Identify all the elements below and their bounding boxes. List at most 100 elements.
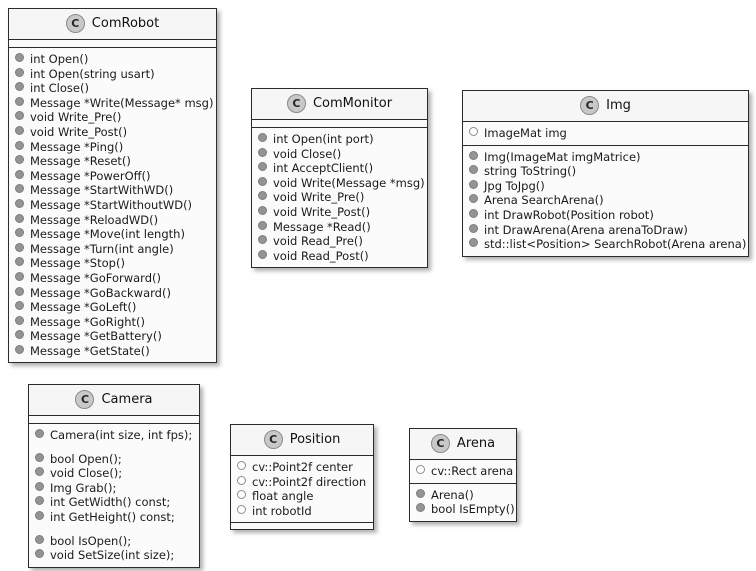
method-label: int Open() bbox=[30, 52, 89, 66]
method-bullet-icon bbox=[15, 271, 24, 281]
class-header-position: C Position bbox=[231, 425, 373, 456]
method-bullet-icon bbox=[15, 82, 24, 92]
method-row: void Write_Pre() bbox=[15, 110, 210, 125]
class-title: ComRobot bbox=[91, 16, 160, 31]
method-row: int DrawRobot(Position robot) bbox=[469, 208, 742, 223]
method-label: void Close(); bbox=[50, 466, 123, 481]
method-bullet-icon bbox=[15, 286, 24, 296]
class-title: Camera bbox=[101, 392, 153, 407]
class-c-icon: C bbox=[286, 94, 306, 113]
attribute-row: cv::Rect arena bbox=[416, 464, 514, 479]
method-label: int Close() bbox=[30, 81, 89, 96]
method-row: int Open(int port) bbox=[258, 132, 421, 147]
method-row: Arena() bbox=[416, 488, 510, 503]
method-label: Message *Read() bbox=[273, 219, 371, 234]
method-row: void Close() bbox=[258, 147, 421, 162]
class-box-arena[interactable]: C Arena cv::Rect arena Arena() bool IsEm… bbox=[409, 428, 517, 522]
class-box-commonitor[interactable]: C ComMonitor int Open(int port) void Clo… bbox=[251, 88, 428, 269]
method-bullet-icon bbox=[15, 257, 24, 267]
method-row: Img(ImageMat imgMatrice) bbox=[469, 150, 742, 165]
method-bullet-icon bbox=[416, 503, 425, 513]
method-row: void SetSize(int size); bbox=[35, 548, 193, 563]
attributes-compartment bbox=[9, 40, 216, 47]
method-row: Message *Stop() bbox=[15, 256, 210, 271]
attribute-label: cv::Point2f center bbox=[252, 460, 353, 474]
method-row: Camera(int size, int fps); bbox=[35, 428, 193, 443]
method-label: bool Open(); bbox=[50, 451, 122, 466]
class-c-icon: C bbox=[430, 434, 450, 453]
method-bullet-icon bbox=[15, 301, 24, 311]
attribute-label: int robotId bbox=[252, 503, 312, 518]
method-row: Img Grab(); bbox=[35, 481, 193, 496]
class-c-icon: C bbox=[580, 96, 600, 115]
method-label: Camera(int size, int fps); bbox=[50, 428, 193, 442]
attributes-compartment: ImageMat img bbox=[463, 122, 748, 145]
method-row: bool IsEmpty() bbox=[416, 502, 515, 517]
method-label: Message *Write(Message* msg) bbox=[30, 95, 214, 110]
method-bullet-icon bbox=[35, 481, 44, 491]
method-row: void Read_Pre() bbox=[258, 234, 421, 249]
method-row: void Read_Post() bbox=[258, 249, 421, 264]
class-box-comrobot[interactable]: C ComRobot int Open() int Open(string us… bbox=[8, 8, 217, 364]
method-label: Message *GoLeft() bbox=[30, 300, 137, 315]
class-header-img: C Img bbox=[463, 91, 748, 122]
method-bullet-icon bbox=[15, 96, 24, 106]
method-row: Message *GetBattery() bbox=[15, 329, 210, 344]
method-row: std::list<Position> SearchRobot(Arena ar… bbox=[469, 237, 746, 252]
method-bullet-icon bbox=[258, 176, 267, 186]
method-label: Message *Reset() bbox=[30, 154, 131, 169]
method-label: Message *StartWithWD() bbox=[30, 183, 174, 198]
method-row: int Close() bbox=[15, 81, 210, 96]
method-row: Message *ReloadWD() bbox=[15, 213, 210, 228]
class-title: ComMonitor bbox=[312, 96, 393, 111]
class-c-icon: C bbox=[65, 14, 85, 33]
method-row: int Open() bbox=[15, 52, 210, 67]
method-bullet-icon bbox=[15, 242, 24, 252]
field-bullet-icon bbox=[237, 475, 246, 485]
class-box-img[interactable]: C Img ImageMat img Img(ImageMat imgMatri… bbox=[462, 90, 749, 257]
method-label: void SetSize(int size); bbox=[50, 548, 175, 563]
method-label: std::list<Position> SearchRobot(Arena ar… bbox=[484, 237, 747, 252]
method-bullet-icon bbox=[15, 53, 24, 62]
method-label: Arena() bbox=[431, 487, 474, 502]
method-label: Message *GetBattery() bbox=[30, 329, 162, 344]
method-bullet-icon bbox=[15, 344, 24, 354]
method-bullet-icon bbox=[258, 191, 267, 201]
class-title: Arena bbox=[456, 436, 496, 451]
method-label: void Read_Post() bbox=[273, 248, 369, 263]
attribute-label: ImageMat img bbox=[484, 126, 567, 140]
method-label: int DrawRobot(Position robot) bbox=[484, 207, 654, 222]
method-label: int GetHeight() const; bbox=[50, 509, 175, 524]
class-box-position[interactable]: C Position cv::Point2f center cv::Point2… bbox=[230, 424, 374, 531]
method-label: Message *StartWithoutWD() bbox=[30, 197, 193, 212]
method-bullet-icon bbox=[469, 223, 478, 233]
method-label: Message *Stop() bbox=[30, 256, 125, 271]
class-c-icon: C bbox=[263, 430, 283, 449]
method-bullet-icon bbox=[15, 184, 24, 194]
attribute-label: cv::Rect arena bbox=[431, 464, 514, 478]
method-row: int Open(string usart) bbox=[15, 67, 210, 82]
methods-compartment: Img(ImageMat imgMatrice) string ToString… bbox=[463, 144, 748, 256]
method-label: Jpg ToJpg() bbox=[484, 178, 545, 193]
attribute-row: cv::Point2f center bbox=[237, 460, 367, 475]
class-box-camera[interactable]: C Camera Camera(int size, int fps); bool… bbox=[28, 384, 200, 568]
methods-compartment: Camera(int size, int fps); bool Open(); … bbox=[29, 423, 199, 567]
method-label: int Open(int port) bbox=[273, 132, 374, 146]
method-label: int GetWidth() const; bbox=[50, 495, 171, 510]
method-bullet-icon bbox=[469, 150, 478, 160]
method-row: Message *GoRight() bbox=[15, 315, 210, 330]
class-header-camera: C Camera bbox=[29, 385, 199, 416]
method-row: Message *Read() bbox=[258, 220, 421, 235]
class-title: Position bbox=[289, 432, 341, 447]
method-label: Message *Turn(int angle) bbox=[30, 241, 174, 256]
attributes-compartment: cv::Point2f center cv::Point2f direction… bbox=[231, 456, 373, 523]
method-label: void Write_Pre() bbox=[30, 110, 122, 125]
method-bullet-icon bbox=[258, 162, 267, 172]
method-row: Jpg ToJpg() bbox=[469, 179, 742, 194]
method-bullet-icon bbox=[15, 330, 24, 340]
class-header-commonitor: C ComMonitor bbox=[252, 89, 427, 120]
method-bullet-icon bbox=[469, 208, 478, 218]
method-row: Message *PowerOff() bbox=[15, 169, 210, 184]
method-label: string ToString() bbox=[484, 164, 577, 179]
method-row: bool Open(); bbox=[35, 452, 193, 467]
